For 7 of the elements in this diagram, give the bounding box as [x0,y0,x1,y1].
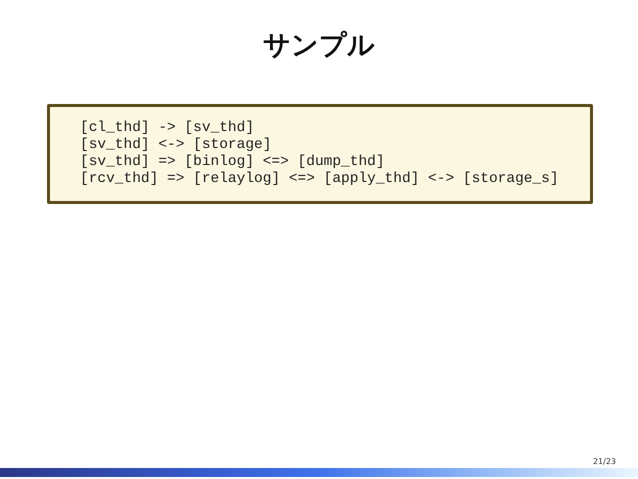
code-line: [sv_thd] => [binlog] <=> [dump_thd] [80,154,385,171]
code-line: [rcv_thd] => [relaylog] <=> [apply_thd] <-> [storage_s] [80,171,559,188]
slide-title: サンプル [263,29,375,63]
code-block [47,104,593,204]
code-line: [cl_thd] -> [sv_thd] [80,120,254,137]
page-number: 21/23 [592,457,616,467]
code-line: [sv_thd] <-> [storage] [80,137,272,154]
